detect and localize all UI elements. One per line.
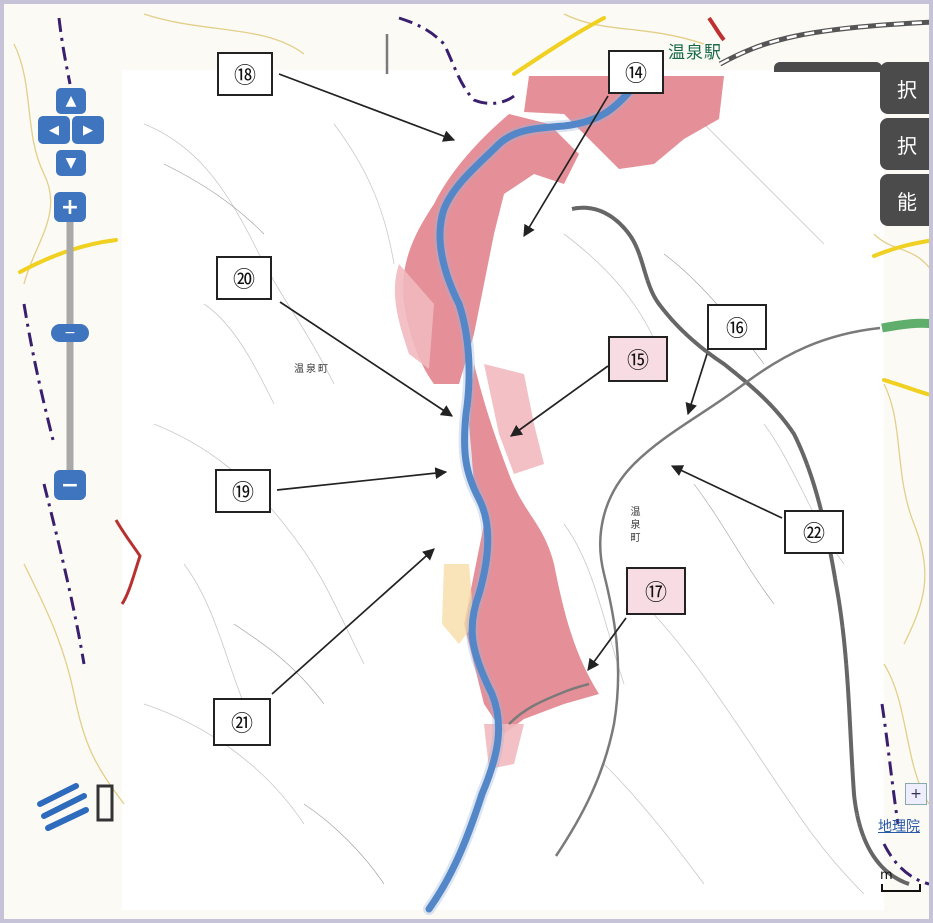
callout-16: ⑯ — [707, 304, 767, 350]
right-button-2[interactable]: 択 — [880, 118, 929, 170]
callout-17: ⑰ — [626, 567, 686, 615]
callout-19: ⑲ — [215, 469, 271, 513]
river — [425, 88, 633, 913]
scale-label: m — [880, 868, 893, 883]
zoom-slider-handle[interactable]: − — [51, 324, 89, 342]
pan-left-button[interactable]: ◀ — [38, 116, 70, 144]
green-route — [881, 318, 929, 333]
river-bank — [423, 86, 635, 915]
callout-14: ⑭ — [608, 50, 664, 94]
callout-18: ⑱ — [217, 52, 273, 96]
right-button-3[interactable]: 能 — [880, 174, 929, 226]
brand-logo — [37, 783, 114, 831]
gray-roads — [385, 34, 881, 857]
zoom-in-button[interactable]: + — [54, 192, 86, 222]
callout-22: ㉒ — [784, 510, 844, 554]
callout-15: ⑮ — [608, 336, 668, 382]
callout-arrows — [271, 73, 783, 695]
town-label-east: 温泉町 — [628, 506, 639, 545]
railway — [718, 19, 929, 67]
red-route — [707, 16, 726, 42]
admin-boundaries — [22, 16, 929, 886]
callout-21: ㉑ — [213, 698, 271, 746]
overview-expand-button[interactable]: + — [905, 783, 927, 805]
red-boundary — [114, 519, 142, 605]
right-button-1[interactable]: 択 — [880, 62, 929, 114]
zoom-out-button[interactable]: − — [54, 470, 86, 500]
town-label-west: 温泉町 — [294, 364, 330, 375]
station-label: 温泉駅 — [668, 43, 722, 63]
attribution-link[interactable]: 地理院 — [878, 819, 920, 835]
pan-down-button[interactable]: ▼ — [56, 150, 86, 176]
callout-20: ⑳ — [216, 256, 272, 300]
scale-bar — [881, 884, 921, 892]
highway — [571, 205, 910, 886]
pan-right-button[interactable]: ▶ — [72, 116, 104, 144]
right-panel-tab[interactable] — [774, 62, 882, 72]
pan-up-button[interactable]: ▲ — [56, 88, 86, 114]
map-canvas[interactable] — [4, 4, 933, 923]
